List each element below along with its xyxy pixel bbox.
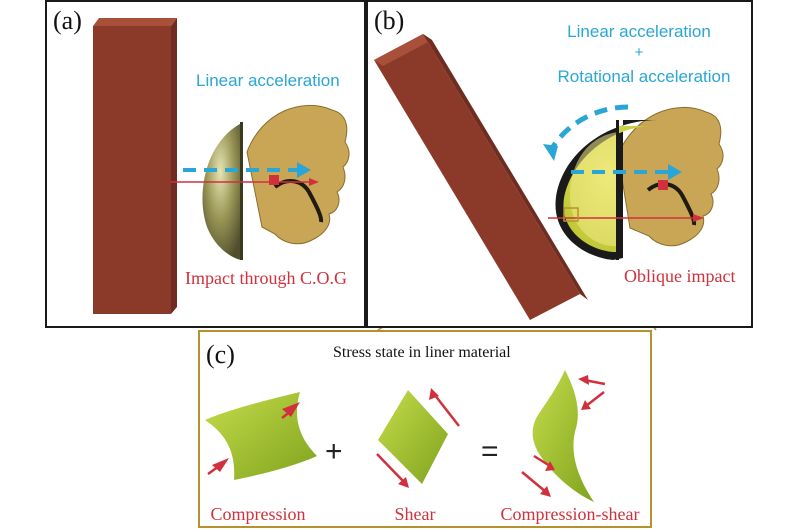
cog-marker [269, 175, 279, 185]
panel-a: (a) Linear acceleration Impact through C… [45, 0, 366, 328]
shear-arrow-top [429, 388, 439, 400]
impact-block-oblique [374, 34, 580, 320]
panel-c: (c) Stress state in liner material + = C… [198, 330, 652, 528]
compression-shear-arrow-top-b [581, 400, 591, 410]
compression-shear-cell [532, 370, 594, 502]
oblique-impact-arrow [693, 214, 704, 222]
oblique-impact-label: Oblique impact [624, 266, 736, 286]
compression-arrow-top [282, 402, 300, 417]
linear-acceleration-label-b: Linear acceleration [567, 22, 711, 41]
panel-a-label: (a) [53, 6, 82, 35]
linear-acceleration-arrow [297, 162, 311, 178]
panel-b: (b) Linear acceleration + Rotational acc… [366, 0, 753, 328]
compression-shear-arrow-bottom-b [540, 486, 551, 497]
plus-sign-label: + [634, 44, 644, 61]
linear-acceleration-label: Linear acceleration [196, 71, 340, 90]
panel-c-title: Stress state in liner material [333, 344, 511, 361]
rotational-acceleration-arrow [547, 104, 629, 154]
liner-detail-box [563, 207, 579, 222]
shear-cell [378, 390, 448, 484]
rotational-acceleration-label: Rotational acceleration [557, 67, 731, 86]
panel-b-illustration [374, 34, 724, 320]
caption-compression: Compression [210, 504, 306, 524]
panel-a-illustration [93, 18, 350, 314]
helmet-shell [202, 124, 242, 260]
equals-operator: = [481, 435, 499, 468]
compression-shear-arrow-bottom-a [545, 461, 555, 471]
compression-shear-arrow-top-a [578, 375, 589, 385]
shear-arrow-bottom [398, 477, 409, 488]
panel-c-illustration [205, 370, 606, 502]
caption-shear: Shear [394, 504, 436, 524]
impact-cog-label: Impact through C.O.G [185, 268, 347, 288]
plus-operator: + [325, 435, 343, 468]
panel-c-label: (c) [206, 340, 235, 369]
panel-b-label: (b) [374, 6, 405, 35]
linear-acceleration-arrow-b [668, 164, 682, 180]
compression-arrow-bottom [212, 458, 229, 472]
impact-block [93, 18, 177, 26]
impact-force-arrow [309, 178, 319, 186]
caption-compression-shear: Compression-shear [500, 504, 640, 524]
